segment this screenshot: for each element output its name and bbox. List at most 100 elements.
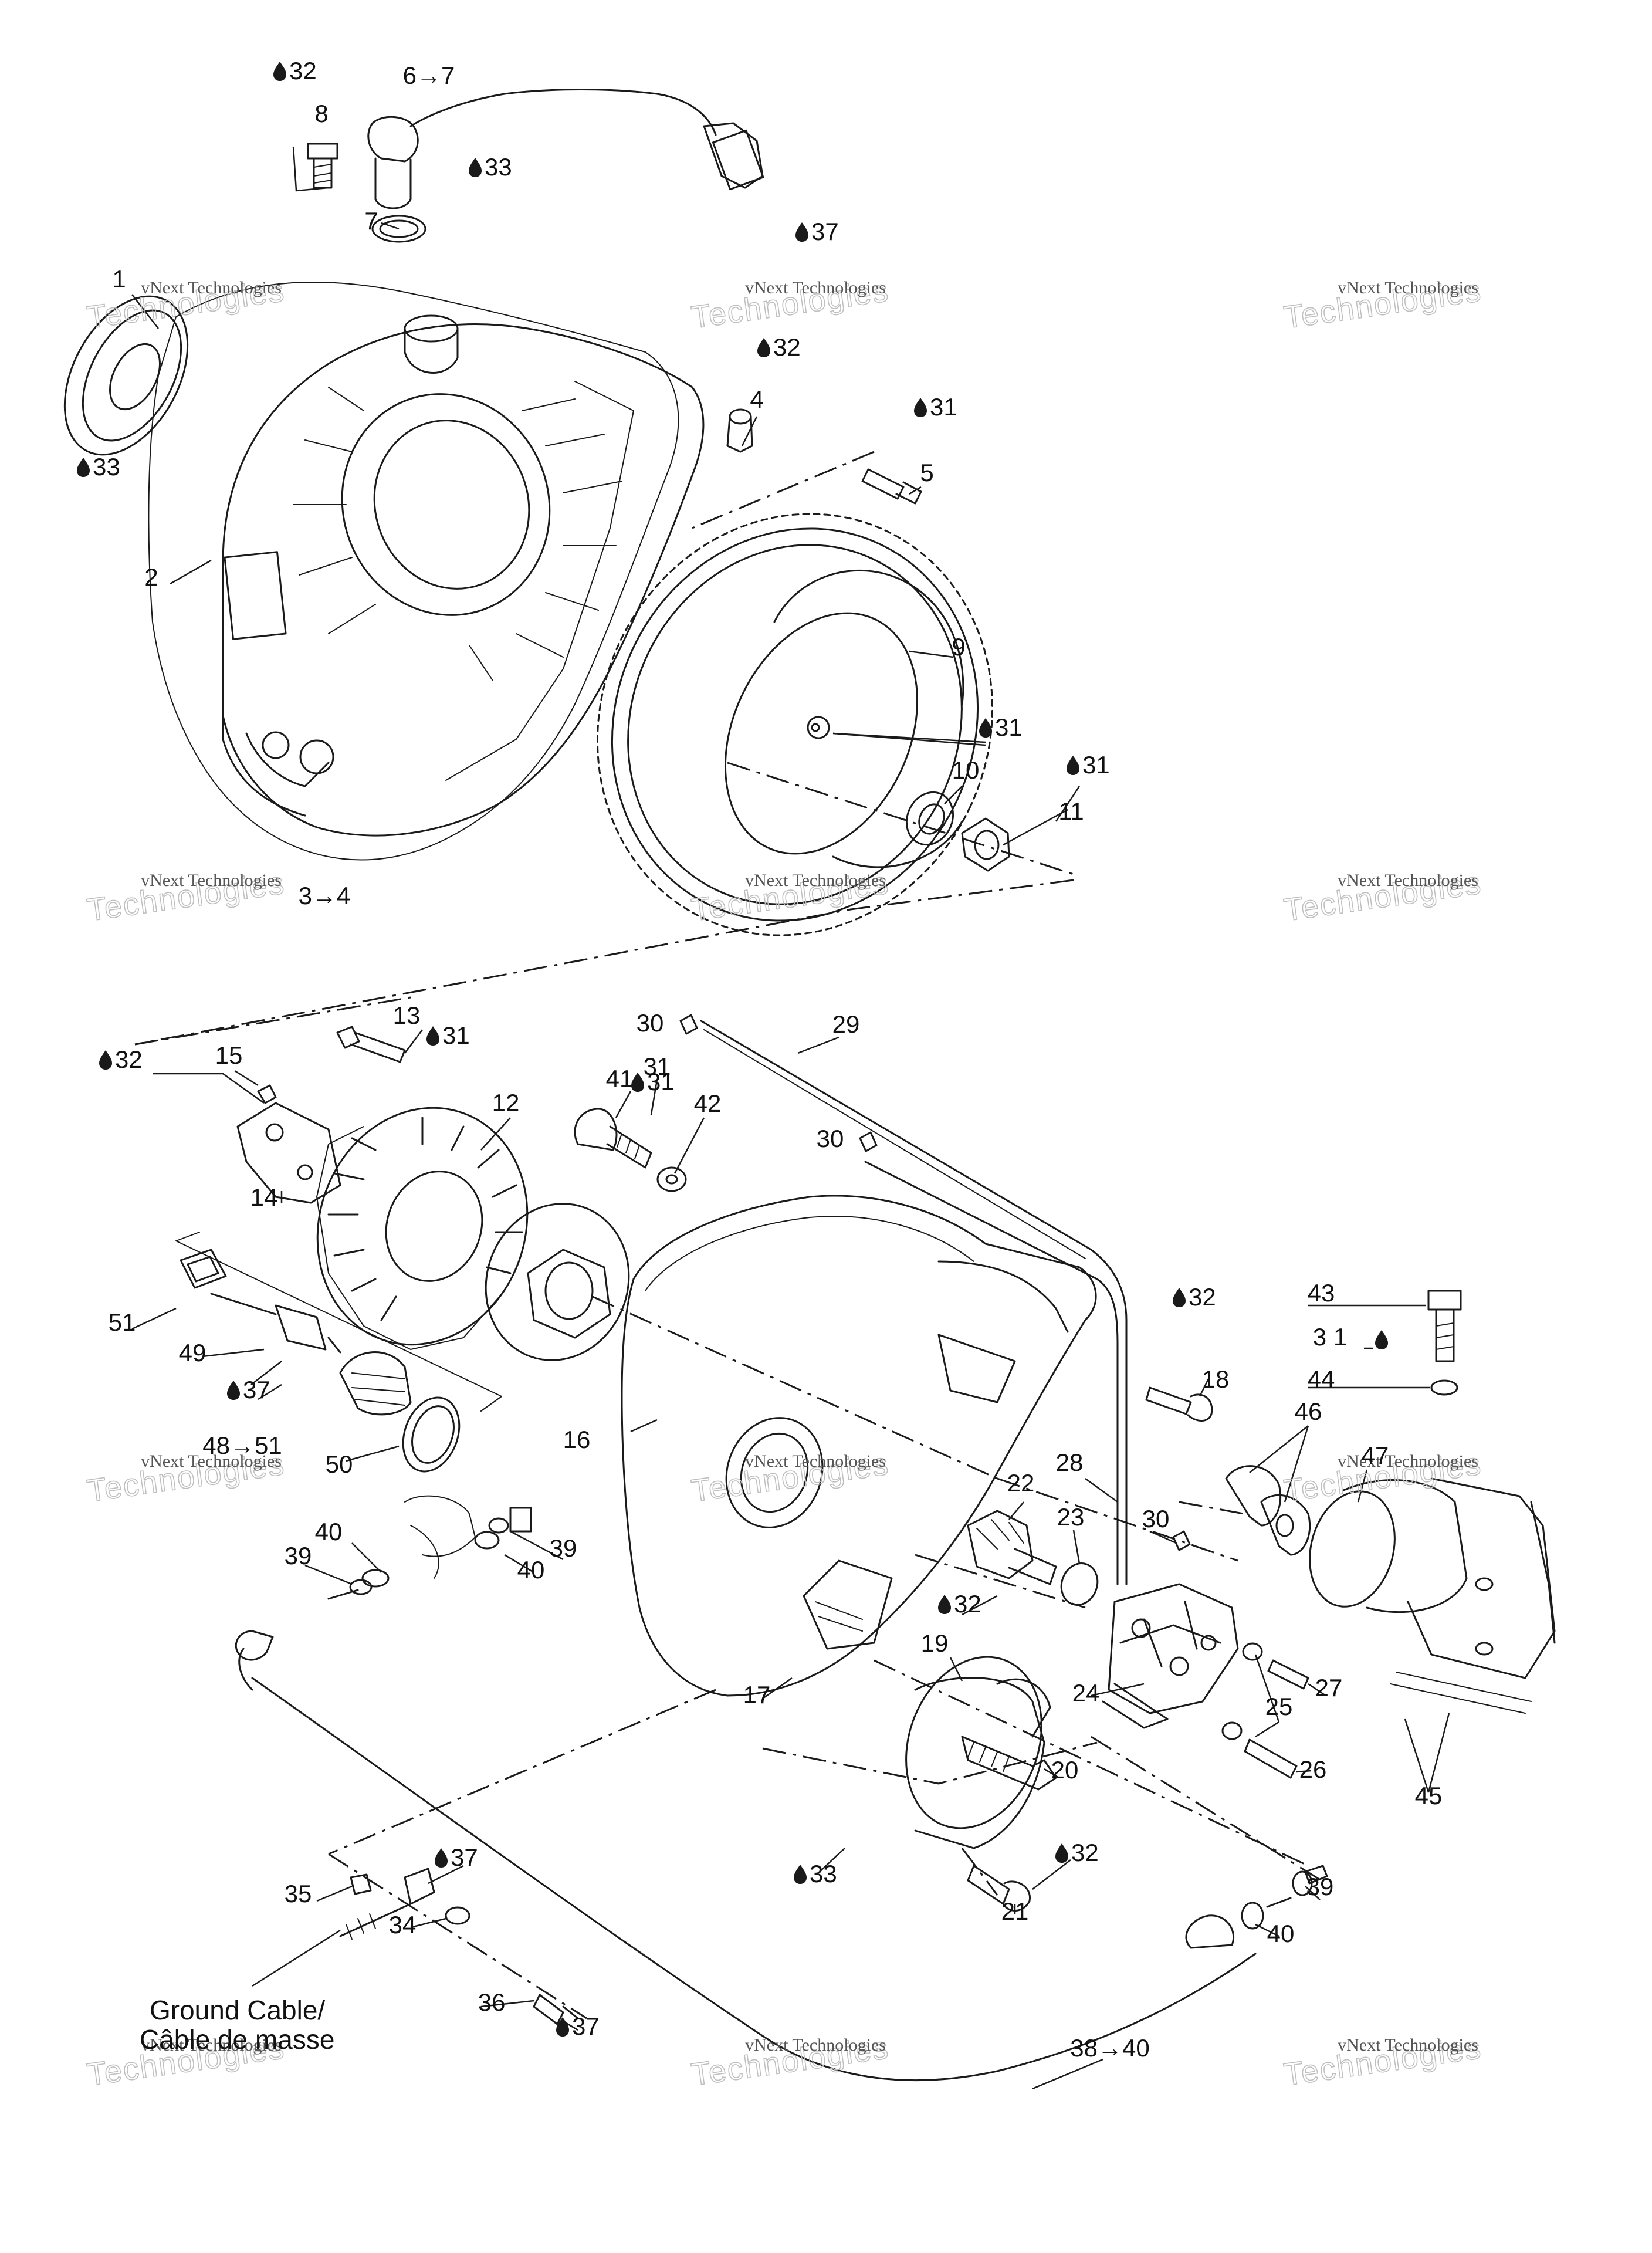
drop-icon <box>1055 1843 1068 1863</box>
ground-cable-caption-line2: Câble de masse <box>140 2024 334 2055</box>
ground-cable-caption: Ground Cable/ Câble de masse <box>140 1995 334 2055</box>
callout-c34: 34 <box>389 1911 417 1939</box>
lube-callout-d32a: 32 <box>273 57 317 84</box>
drop-icon <box>227 1381 240 1400</box>
ground-terminal-stack <box>339 1868 579 2025</box>
watermark-small-text: vNext Technologies <box>1338 1452 1478 1471</box>
lube-callout-text: 33 <box>485 153 512 181</box>
callout-c10: 10 <box>952 756 980 784</box>
wire-29 <box>700 1020 1128 1585</box>
drop-icon <box>99 1050 112 1070</box>
callout-c5: 5 <box>920 459 933 486</box>
lube-callout-d32e: 32 <box>938 1590 981 1618</box>
gear-22 <box>967 1510 1057 1585</box>
washer-44 <box>1430 1379 1458 1396</box>
callout-c39c: 39 <box>1306 1873 1334 1900</box>
callout-c41: 41 <box>606 1065 634 1092</box>
callout-c15: 15 <box>215 1041 243 1069</box>
watermark-small-text: vNext Technologies <box>745 278 886 297</box>
drop-icon <box>795 222 808 242</box>
callout-c311: 3 1 <box>1313 1323 1347 1351</box>
centerline-lower-4 <box>915 1554 1086 1609</box>
callout-c30b: 30 <box>817 1125 844 1152</box>
o-ring-23 <box>1060 1562 1099 1606</box>
gaskets-46 <box>1225 1465 1311 1556</box>
watermark-small-text: vNext Technologies <box>745 1452 886 1471</box>
watermark-small-text: vNext Technologies <box>1338 2035 1478 2055</box>
stator-12 <box>316 1107 529 1350</box>
centerline-lower-3 <box>997 1477 1238 1562</box>
centerline-lower-6 <box>328 1689 716 2019</box>
wire-harness <box>180 1249 341 1354</box>
lube-callout-text: 37 <box>572 2012 600 2040</box>
callout-c2: 2 <box>144 563 158 591</box>
callout-c31: 31 <box>644 1053 671 1080</box>
callout-c26: 26 <box>1299 1755 1327 1783</box>
lube-callout-d37d: 37 <box>556 2012 600 2040</box>
callout-c35: 35 <box>285 1880 312 1907</box>
drop-icon <box>979 718 992 738</box>
drop-icon <box>273 62 286 81</box>
lube-callout-text: 32 <box>115 1046 143 1073</box>
callout-c45: 45 <box>1415 1782 1443 1809</box>
lube-callout-d37c: 37 <box>435 1843 478 1871</box>
lube-callout-d31d: 31 <box>426 1021 470 1049</box>
centerline-lower-10 <box>1179 1501 1244 1515</box>
watermark-small-text: vNext Technologies <box>1338 278 1478 297</box>
ground-cable-assembly <box>235 1495 1328 2082</box>
ground-cable-caption-line1: Ground Cable/ <box>150 1995 325 2025</box>
callout-c36: 36 <box>478 1988 506 2016</box>
callout-c22: 22 <box>1007 1469 1035 1497</box>
drop-icon <box>435 1848 448 1868</box>
starter-drive-19-20 <box>905 1656 1057 1849</box>
callout-c27: 27 <box>1315 1674 1343 1701</box>
centerline-lower-5 <box>874 1659 1309 1867</box>
lube-callout-text: 33 <box>810 1860 837 1887</box>
flywheel-parts-48-50 <box>339 1351 461 1473</box>
lube-callout-text: 31 <box>1082 751 1110 779</box>
upper-assembly <box>63 89 1074 1046</box>
centerline-lower-2 <box>592 1295 998 1480</box>
callout-c8: 8 <box>314 100 328 127</box>
magneto-cover-16 <box>621 1195 1097 1697</box>
bolt-41 <box>574 1108 652 1169</box>
starter-motor-47 <box>1309 1477 1556 1714</box>
callout-c42: 42 <box>694 1090 722 1117</box>
terminal-30a <box>679 1014 698 1035</box>
callout-c50: 50 <box>326 1450 353 1478</box>
callout-c44: 44 <box>1308 1365 1335 1393</box>
lube-callout-text: 32 <box>1189 1283 1216 1311</box>
lower-assembly <box>131 146 1556 2090</box>
solenoid-24 <box>1102 1583 1239 1729</box>
dowel-pin-4 <box>726 408 753 453</box>
lube-callout-text: 37 <box>451 1843 478 1871</box>
callout-c4: 4 <box>750 385 763 413</box>
centerline-top-1 <box>692 451 875 529</box>
drop-icon <box>757 338 770 357</box>
bolt-13 <box>336 1026 406 1063</box>
drop-icon <box>469 158 482 177</box>
housing-gasket <box>148 281 679 861</box>
drop-icon <box>556 2017 569 2037</box>
bolt-43 <box>1427 1290 1462 1362</box>
lube-callout-d33c: 33 <box>794 1860 837 1887</box>
terminal-30b <box>859 1131 878 1152</box>
callout-c30c: 30 <box>1142 1505 1170 1533</box>
lube-callout-d37b: 37 <box>227 1376 270 1403</box>
callout-c28: 28 <box>1056 1449 1084 1476</box>
bolt-21 <box>967 1865 1031 1912</box>
watermark-small-text: vNext Technologies <box>1338 871 1478 890</box>
callout-c9: 9 <box>952 633 965 661</box>
watermark-small-text: vNext Technologies <box>141 871 282 890</box>
callout-c14: 14 <box>250 1183 278 1211</box>
lube-callout-text: 31 <box>647 1068 675 1095</box>
seal-ring <box>63 295 189 456</box>
